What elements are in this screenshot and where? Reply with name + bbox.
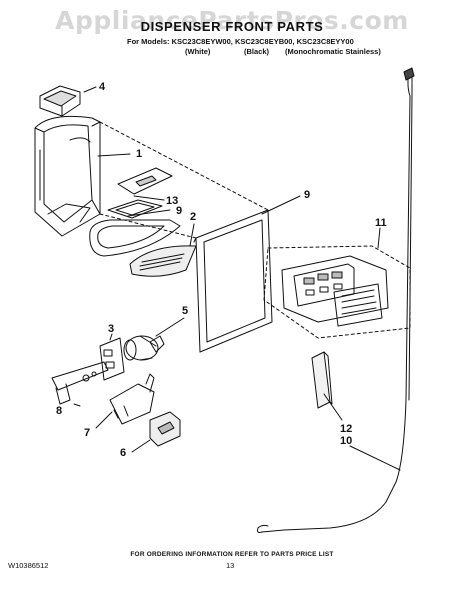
- callout-13: 13: [166, 195, 178, 207]
- part-1-drip-piece: [117, 167, 173, 195]
- callout-12: 12: [340, 423, 352, 435]
- callout-5: 5: [182, 305, 188, 317]
- ordering-note: FOR ORDERING INFORMATION REFER TO PARTS …: [130, 551, 334, 558]
- dashed-guide-lines: [99, 121, 411, 339]
- callout-7: 7: [84, 427, 90, 439]
- part-9-frame: [193, 209, 273, 353]
- callout-11: 11: [375, 217, 387, 229]
- dispenser-housing: [34, 115, 101, 237]
- part-3-bracket: [99, 337, 125, 381]
- part-10-tube: [257, 67, 415, 533]
- part-11-control-panel: [281, 255, 389, 327]
- callout-1: 1: [136, 148, 142, 160]
- part-12-pad: [311, 351, 333, 409]
- part-4-cap: [39, 85, 81, 117]
- document-number: W10386512: [8, 561, 49, 570]
- part-6-paddle: [149, 411, 181, 447]
- callout-8: 8: [56, 405, 62, 417]
- variant-white: (White): [185, 47, 211, 56]
- part-13-grille: [107, 199, 163, 219]
- callout-3: 3: [108, 323, 114, 335]
- page-title: DISPENSER FRONT PARTS: [140, 19, 324, 34]
- callout-6: 6: [120, 447, 126, 459]
- part-8-lever: [51, 361, 109, 405]
- callout-2: 2: [190, 211, 196, 223]
- part-5-knob: [123, 335, 165, 361]
- callout-9-frame: 9: [304, 189, 310, 201]
- watermark: AppliancePartsPros.com: [55, 6, 409, 35]
- leader-lines: [73, 86, 401, 471]
- part-2-lens: [129, 245, 197, 277]
- callout-4: 4: [99, 81, 106, 93]
- part-7-switch: [109, 373, 155, 425]
- variant-black: (Black): [244, 47, 270, 56]
- models-line: For Models: KSC23C8EYW00, KSC23C8EYB00, …: [127, 37, 354, 46]
- page-number: 13: [226, 561, 235, 570]
- part-9-tray: [89, 219, 181, 257]
- callout-9-tray: 9: [176, 205, 182, 217]
- variant-monochromatic: (Monochromatic Stainless): [285, 47, 381, 56]
- callout-10: 10: [340, 435, 352, 447]
